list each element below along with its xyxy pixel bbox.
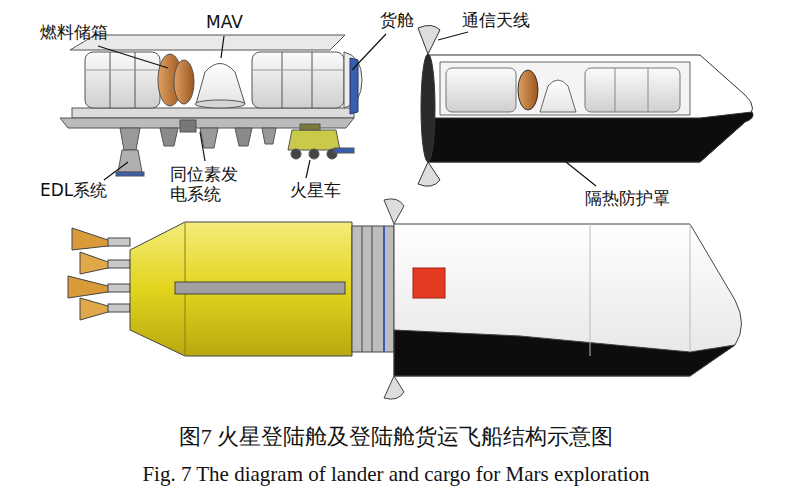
part-label: 同位素发电系统	[170, 164, 241, 205]
part-label: 火星车	[290, 180, 341, 200]
part-label: 隔热防护罩	[585, 188, 670, 208]
part-label: 燃料储箱	[40, 22, 108, 42]
cargo-in-heat-shield	[418, 25, 753, 186]
part-label: MAV	[206, 12, 243, 32]
mars-lander	[60, 35, 362, 176]
cargo-spacecraft-stack	[68, 199, 742, 399]
part-label: 货舱	[380, 10, 414, 30]
part-label: EDL系统	[40, 180, 107, 200]
figure-caption: 图7 火星登陆舱及登陆舱货运飞船结构示意图	[0, 422, 792, 452]
part-label: 通信天线	[462, 10, 530, 30]
leader-lines	[98, 32, 596, 186]
english-caption: Fig. 7 The diagram of lander and cargo f…	[0, 462, 792, 487]
